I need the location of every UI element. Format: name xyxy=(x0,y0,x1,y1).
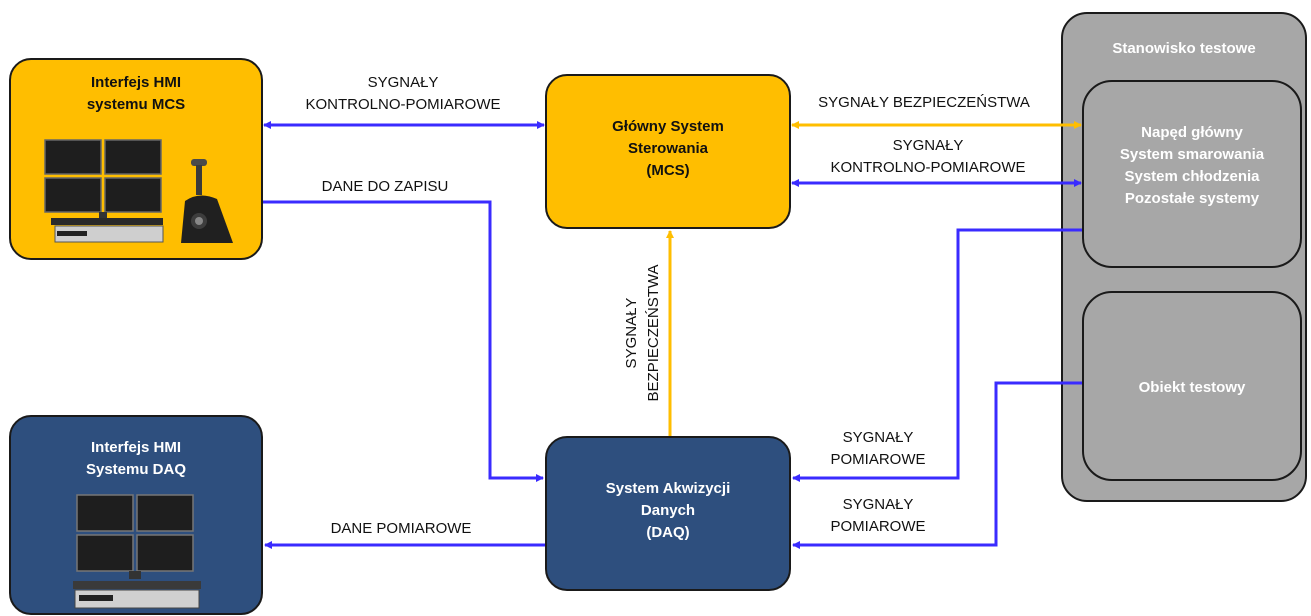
label-line: KONTROLNO-POMIAROWE xyxy=(830,159,1026,176)
label-measure-1: SYGNAŁY POMIAROWE xyxy=(818,427,938,471)
label-measure-2: SYGNAŁY POMIAROWE xyxy=(818,494,938,538)
label-line: KONTROLNO-POMIAROWE xyxy=(305,96,501,113)
label-line: SYGNAŁY xyxy=(842,496,914,513)
hmi-daq-title-line2: Systemu DAQ xyxy=(85,461,187,478)
daq-box: System Akwizycji Danych (DAQ) xyxy=(545,436,791,591)
daq-title-line3: (DAQ) xyxy=(646,524,690,541)
label-line: SYGNAŁY xyxy=(623,297,640,369)
label-line: SYGNAŁY xyxy=(892,137,964,154)
bench-system-1: Napęd główny xyxy=(1141,124,1243,141)
hmi-mcs-title-line2: systemu MCS xyxy=(86,96,186,113)
bench-system-3: System chłodzenia xyxy=(1124,168,1260,185)
label-line: SYGNAŁY xyxy=(367,74,439,91)
hmi-daq-box: Interfejs HMI Systemu DAQ xyxy=(9,415,263,615)
label-control-right: SYGNAŁY KONTROLNO-POMIAROWE xyxy=(796,135,1060,179)
link-bench-daq-measure xyxy=(792,228,1082,482)
monitor-wall-icon xyxy=(73,494,201,609)
label-line: POMIAROWE xyxy=(830,518,926,535)
monitor-wall-icon xyxy=(44,139,164,243)
daq-title-line2: Danych xyxy=(640,502,696,519)
label-safety-top: SYGNAŁY BEZPIECZEŃSTWA xyxy=(796,92,1052,114)
link-hmi-daq-save xyxy=(263,200,544,482)
label-line: POMIAROWE xyxy=(830,451,926,468)
hmi-mcs-box: Interfejs HMI systemu MCS xyxy=(9,58,263,260)
daq-title-line1: System Akwizycji xyxy=(605,480,731,497)
mcs-title-line2: Sterowania xyxy=(627,140,709,157)
label-data-to-save: DANE DO ZAPISU xyxy=(300,176,470,198)
bench-systems-box: Napęd główny System smarowania System ch… xyxy=(1082,80,1302,268)
label-line: BEZPIECZEŃSTWA xyxy=(645,264,662,402)
bench-system-4: Pozostałe systemy xyxy=(1124,190,1260,207)
test-object-label: Obiekt testowy xyxy=(1138,379,1246,396)
bench-system-2: System smarowania xyxy=(1119,146,1265,163)
mcs-title-line3: (MCS) xyxy=(646,162,690,179)
hmi-daq-title-line1: Interfejs HMI xyxy=(90,439,181,456)
label-safety-vertical: SYGNAŁY BEZPIECZEŃSTWA xyxy=(621,253,665,413)
link-object-daq-measure xyxy=(792,381,1082,549)
joystick-icon xyxy=(181,159,233,243)
test-object-box: Obiekt testowy xyxy=(1082,291,1302,481)
label-line: SYGNAŁY xyxy=(842,429,914,446)
mcs-box: Główny System Sterowania (MCS) xyxy=(545,74,791,229)
label-line: DANE POMIAROWE xyxy=(330,520,472,537)
label-hmi-mcs-link: SYGNAŁY KONTROLNO-POMIAROWE xyxy=(283,72,523,116)
label-line: SYGNAŁY BEZPIECZEŃSTWA xyxy=(818,94,1030,111)
hmi-mcs-title-line1: Interfejs HMI xyxy=(90,74,181,91)
label-measurement-data: DANE POMIAROWE xyxy=(296,518,506,540)
test-bench-title: Stanowisko testowe xyxy=(1112,40,1256,57)
label-line: DANE DO ZAPISU xyxy=(321,178,449,195)
mcs-title-line1: Główny System xyxy=(612,118,724,135)
